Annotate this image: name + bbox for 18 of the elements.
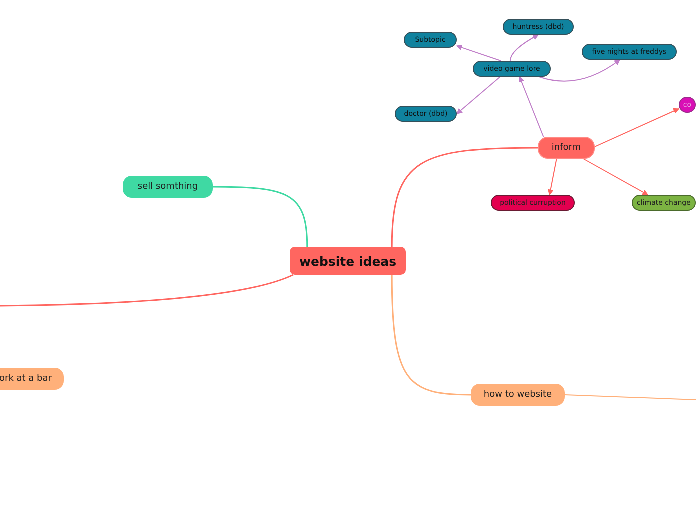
arrow [456, 44, 502, 62]
arrow [456, 76, 501, 114]
arrow [538, 60, 621, 82]
topic-box: website ideas [290, 247, 406, 275]
topic-box: ork at a bar [0, 368, 64, 390]
connector-line [564, 394, 696, 400]
connector-line [213, 186, 308, 248]
topic-box: sell somthing [123, 176, 213, 198]
topic-box: how to website [471, 384, 565, 406]
connector-line [0, 274, 294, 307]
arrow [518, 76, 544, 138]
connector-line [391, 147, 538, 248]
arrow [548, 158, 558, 196]
connector-line [391, 274, 472, 396]
arrow [594, 108, 680, 148]
arrow [583, 158, 649, 196]
topic-box: inform [538, 137, 595, 159]
arrow [510, 34, 540, 62]
